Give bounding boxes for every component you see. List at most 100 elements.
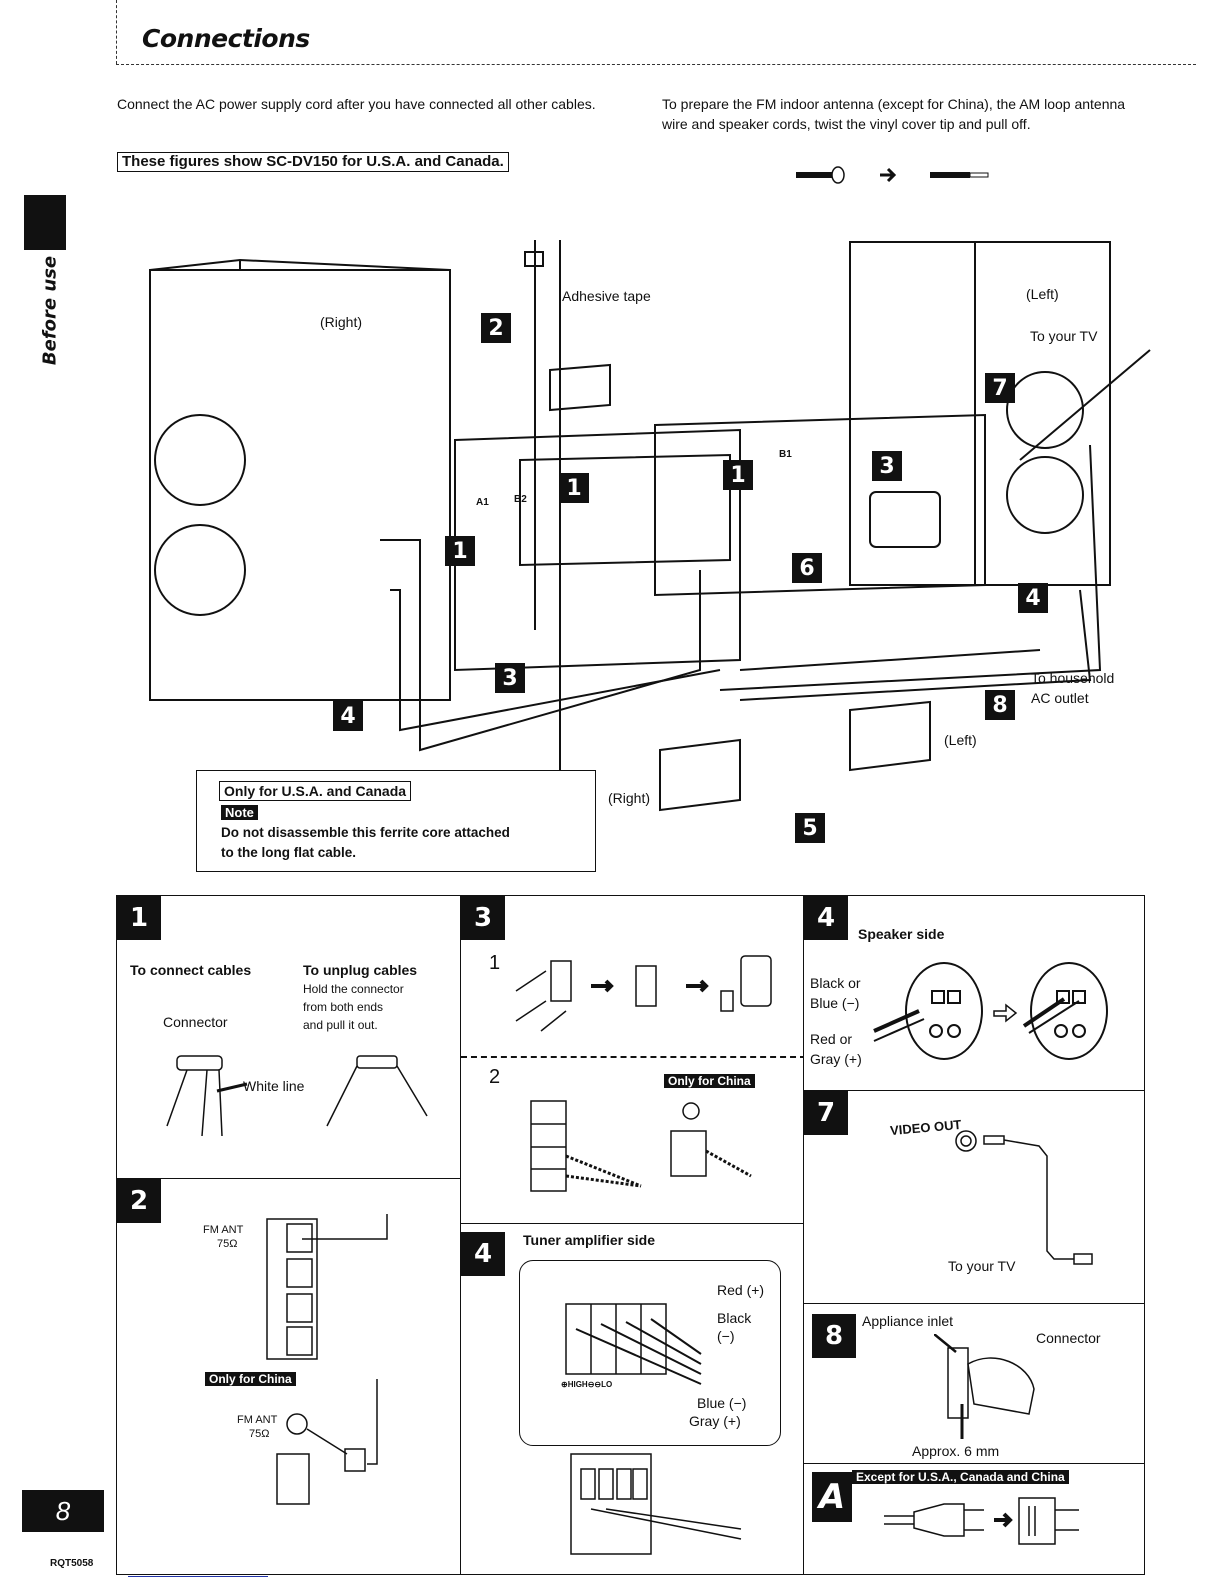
am-terminal-illustration <box>530 1100 752 1192</box>
title-divider <box>116 64 1196 65</box>
panel-4-tuner: 4 Tuner amplifier side Red (+) Black (−)… <box>460 1223 805 1575</box>
right-speaker-box <box>149 269 451 701</box>
callout-4: 4 <box>1018 583 1048 613</box>
figures-note: These figures show SC-DV150 for U.S.A. a… <box>117 152 509 172</box>
page-number: 8 <box>22 1490 104 1532</box>
wire-strip-icon <box>796 166 989 184</box>
callout-4: 4 <box>333 701 363 731</box>
panel-4-speaker: 4 Speaker side Black or Blue (−) Red or … <box>803 895 1145 1092</box>
only-china-badge: Only for China <box>664 1074 755 1088</box>
tuner-unit <box>454 428 741 672</box>
fm-ant-label-china: FM ANT <box>237 1414 278 1426</box>
a1-label: A1 <box>476 497 489 508</box>
speaker-terminal-illustration <box>565 1303 702 1385</box>
callout-7: 7 <box>985 373 1015 403</box>
fm-ant-ohm: 75Ω <box>217 1238 238 1250</box>
intro-right: To prepare the FM indoor antenna (except… <box>662 96 1126 132</box>
panel-badge: 7 <box>804 1091 848 1135</box>
dvd-unit <box>654 413 986 597</box>
right-speaker-label: (Right) <box>320 314 363 330</box>
speaker-side-title: Speaker side <box>858 926 945 942</box>
section-tab-label: Before use <box>39 255 61 366</box>
panel-badge: 4 <box>804 896 848 940</box>
white-line-label: White line <box>243 1078 305 1094</box>
callout-5: 5 <box>795 813 825 843</box>
panel-2: 2 FM ANT 75Ω Only for China FM ANT 75Ω <box>116 1178 461 1575</box>
page-title: Connections <box>142 24 310 53</box>
terminal-markings: ⊕HIGH⊖⊖LO <box>561 1380 613 1389</box>
approx-label: Approx. 6 mm <box>912 1443 1000 1459</box>
only-china-badge: Only for China <box>205 1372 296 1386</box>
model-code: RQT5058 <box>50 1558 94 1569</box>
connect-title: To connect cables <box>130 962 252 978</box>
panel-badge: A <box>812 1472 852 1522</box>
step-2-number: 2 <box>489 1066 501 1088</box>
power-inlet-illustration <box>934 1334 1035 1439</box>
black-or-label: Black or <box>810 975 861 991</box>
am-antenna-assembly-illustration <box>515 955 772 1032</box>
left-speaker-label: (Left) <box>1026 286 1059 302</box>
callout-2: 2 <box>481 313 511 343</box>
panel-8: 8 Appliance inlet Connector Approx. 6 mm <box>803 1303 1145 1465</box>
section-tab-marker <box>24 195 66 250</box>
to-tv-label: To your TV <box>948 1258 1016 1274</box>
speaker-side-illustration <box>873 962 1108 1060</box>
black-label: Black <box>717 1310 752 1326</box>
tuner-detail-frame <box>519 1260 781 1446</box>
connection-diagram <box>149 240 1151 812</box>
callout-3: 3 <box>495 663 525 693</box>
footer-rule <box>128 1576 268 1577</box>
panel-badge: 2 <box>117 1179 161 1223</box>
to-tv-label: To your TV <box>1030 328 1098 344</box>
gray-plus-label: Gray (+) <box>810 1051 862 1067</box>
left-speaker-box <box>849 241 1111 586</box>
blue-minus-label: Blue (−) <box>810 995 860 1011</box>
panel-a: A Except for U.S.A., Canada and China <box>803 1463 1145 1575</box>
red-or-label: Red or <box>810 1031 853 1047</box>
step-1-number: 1 <box>489 952 501 974</box>
ferrite-note-box: Only for U.S.A. and Canada Note Do not d… <box>196 770 596 872</box>
note-text-2: to the long flat cable. <box>221 845 357 860</box>
adhesive-tape-label: Adhesive tape <box>562 288 651 304</box>
blue-minus-label: Blue (−) <box>697 1395 747 1411</box>
panel-badge: 8 <box>812 1314 856 1358</box>
region-badge: Except for U.S.A., Canada and China <box>852 1470 1069 1484</box>
fm-terminal-illustration <box>266 1214 388 1360</box>
fm-china-illustration <box>276 1379 378 1505</box>
note-region: Only for U.S.A. and Canada <box>219 781 412 801</box>
panel-badge: 3 <box>461 896 505 940</box>
red-plus-label: Red (+) <box>717 1282 765 1298</box>
callout-6: 6 <box>792 553 822 583</box>
unplug-step-1: Hold the connector <box>303 982 404 996</box>
to-household-label: To household <box>1031 670 1115 686</box>
black-minus-label: (−) <box>717 1328 735 1344</box>
connector-illustration <box>166 1055 428 1137</box>
plug-adapter-illustration <box>884 1497 1079 1545</box>
title-rule-vertical <box>116 0 117 64</box>
left-sub-label: (Left) <box>944 732 977 748</box>
connector-label: Connector <box>163 1014 228 1030</box>
panel-7: 7 VIDEO OUT To your TV <box>803 1090 1145 1305</box>
callout-3: 3 <box>872 451 902 481</box>
step-divider <box>461 1056 806 1058</box>
callout-1: 1 <box>445 536 475 566</box>
note-text-1: Do not disassemble this ferrite core att… <box>221 825 510 840</box>
b1-label: B1 <box>779 449 792 460</box>
unplug-step-3: and pull it out. <box>303 1018 378 1032</box>
panel-badge: 1 <box>117 896 161 940</box>
callout-1: 1 <box>559 473 589 503</box>
intro-left: Connect the AC power supply cord after y… <box>117 96 596 112</box>
callout-1: 1 <box>723 460 753 490</box>
fm-ant-ohm-china: 75Ω <box>249 1428 270 1440</box>
fm-ant-label: FM ANT <box>203 1224 244 1236</box>
panel-1: 1 To connect cables To unplug cables Hol… <box>116 895 461 1180</box>
tuner-side-title: Tuner amplifier side <box>523 1232 655 1248</box>
note-label: Note <box>221 805 258 820</box>
unplug-title: To unplug cables <box>303 962 418 978</box>
unplug-step-2: from both ends <box>303 1000 384 1014</box>
ac-outlet-label: AC outlet <box>1031 690 1089 706</box>
speaker-terminal-overview-illustration <box>570 1453 742 1555</box>
appliance-inlet-label: Appliance inlet <box>862 1313 954 1329</box>
connector-label: Connector <box>1036 1330 1101 1346</box>
panel-3: 3 1 2 Only for China <box>460 895 806 1225</box>
